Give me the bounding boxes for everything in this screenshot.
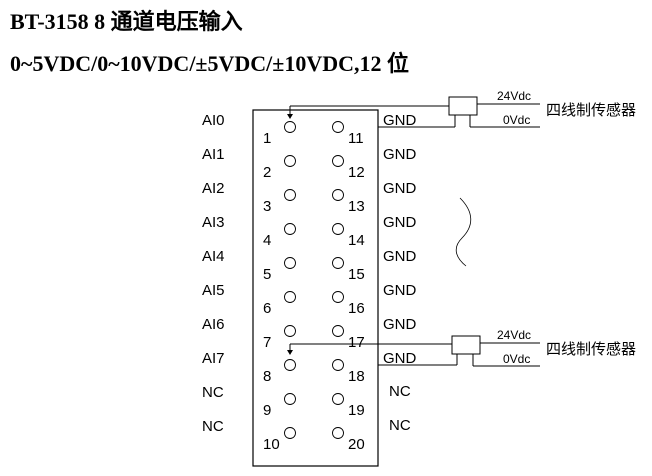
right-label: NC [389, 383, 411, 400]
pin-number: 20 [348, 436, 365, 453]
right-label: GND [383, 146, 417, 163]
arrow-icon [287, 114, 293, 119]
pin-number: 19 [348, 402, 365, 419]
terminal-screw [332, 189, 344, 201]
terminal-screw [284, 155, 296, 167]
pin-number: 17 [348, 334, 365, 351]
left-label: AI7 [202, 350, 225, 367]
terminal-screw [332, 359, 344, 371]
right-label: GND [383, 248, 417, 265]
left-label: AI6 [202, 316, 225, 333]
terminal-screw [332, 393, 344, 405]
right-label: GND [383, 112, 417, 129]
terminal-screw [284, 257, 296, 269]
left-label: NC [202, 418, 224, 435]
pin-number: 18 [348, 368, 365, 385]
left-label: AI3 [202, 214, 225, 231]
left-label: AI5 [202, 282, 225, 299]
sensor-1-24vdc: 24Vdc [497, 89, 531, 103]
left-label: AI0 [202, 112, 225, 129]
terminal-block [252, 109, 379, 467]
pin-number: 3 [263, 198, 271, 215]
terminal-screw [284, 121, 296, 133]
terminal-screw [284, 223, 296, 235]
terminal-screw [332, 427, 344, 439]
terminal-screw [332, 121, 344, 133]
pin-number: 16 [348, 300, 365, 317]
terminal-screw [284, 393, 296, 405]
sensor-1-0vdc: 0Vdc [503, 113, 530, 127]
pin-number: 9 [263, 402, 271, 419]
pin-number: 1 [263, 130, 271, 147]
left-label: AI4 [202, 248, 225, 265]
sensor-2-box [451, 335, 481, 355]
terminal-screw [284, 427, 296, 439]
terminal-screw [284, 291, 296, 303]
terminal-screw [284, 359, 296, 371]
page-subtitle: 0~5VDC/0~10VDC/±5VDC/±10VDC,12 位 [10, 51, 410, 76]
sensor-2-24vdc: 24Vdc [497, 328, 531, 342]
right-label: GND [383, 214, 417, 231]
arrow-icon [287, 350, 293, 355]
pin-number: 8 [263, 368, 271, 385]
pin-number: 10 [263, 436, 280, 453]
sensor-1-box [448, 96, 478, 116]
left-label: AI2 [202, 180, 225, 197]
terminal-screw [332, 155, 344, 167]
right-label: NC [389, 417, 411, 434]
left-label: AI1 [202, 146, 225, 163]
pin-number: 5 [263, 266, 271, 283]
left-label: NC [202, 384, 224, 401]
continuation-squiggle [455, 197, 472, 267]
pin-number: 12 [348, 164, 365, 181]
pin-number: 13 [348, 198, 365, 215]
sensor-2-0vdc: 0Vdc [503, 352, 530, 366]
terminal-screw [332, 291, 344, 303]
sensor-1: 24Vdc 0Vdc 四线制传感器 [287, 89, 636, 128]
right-label: GND [383, 316, 417, 333]
terminal-screw [332, 325, 344, 337]
right-label: GND [383, 282, 417, 299]
sensor-2: 24Vdc 0Vdc 四线制传感器 [287, 328, 636, 367]
pin-number: 7 [263, 334, 271, 351]
terminal-screw [332, 223, 344, 235]
sensor-2-name: 四线制传感器 [546, 341, 636, 358]
page-title: BT-3158 8 通道电压输入 [10, 9, 243, 34]
pin-number: 4 [263, 232, 271, 249]
terminal-screw [284, 189, 296, 201]
right-label: GND [383, 180, 417, 197]
terminal-screw [332, 257, 344, 269]
right-label: GND [383, 350, 417, 367]
sensor-1-name: 四线制传感器 [546, 102, 636, 119]
pin-number: 6 [263, 300, 271, 317]
pin-number: 2 [263, 164, 271, 181]
pin-number: 15 [348, 266, 365, 283]
terminal-screw [284, 325, 296, 337]
pin-number: 11 [348, 130, 364, 147]
pin-number: 14 [348, 232, 365, 249]
